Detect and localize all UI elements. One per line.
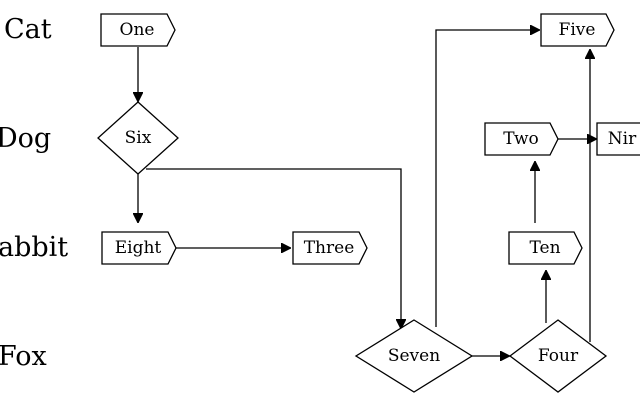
node-six: Six xyxy=(97,101,179,175)
node-seven-label: Seven xyxy=(388,346,440,366)
node-eight-label: Eight xyxy=(115,238,162,258)
node-nine-label: Nir xyxy=(608,129,637,149)
node-ten-label: Ten xyxy=(529,238,560,258)
node-four: Four xyxy=(508,319,608,393)
node-one: One xyxy=(100,13,176,47)
node-six-label: Six xyxy=(125,128,152,148)
node-eight: Eight xyxy=(101,231,177,265)
lane-label-cat: Cat xyxy=(4,14,52,45)
node-three-label: Three xyxy=(304,238,355,258)
node-nine: Nir xyxy=(596,122,640,156)
lane-label-dog: Dog xyxy=(0,123,51,154)
node-two-label: Two xyxy=(503,129,539,149)
lane-label-rabbit: abbit xyxy=(0,232,68,263)
node-three: Three xyxy=(292,231,368,265)
lane-label-fox: Fox xyxy=(0,341,47,372)
node-five-label: Five xyxy=(559,20,596,40)
edge-six-seven xyxy=(146,168,401,329)
node-four-label: Four xyxy=(538,346,579,366)
node-ten: Ten xyxy=(508,231,583,265)
edge-seven-five xyxy=(435,30,540,327)
node-two: Two xyxy=(484,122,559,156)
node-five: Five xyxy=(540,13,615,47)
node-seven: Seven xyxy=(354,319,474,393)
node-one-label: One xyxy=(120,20,155,40)
